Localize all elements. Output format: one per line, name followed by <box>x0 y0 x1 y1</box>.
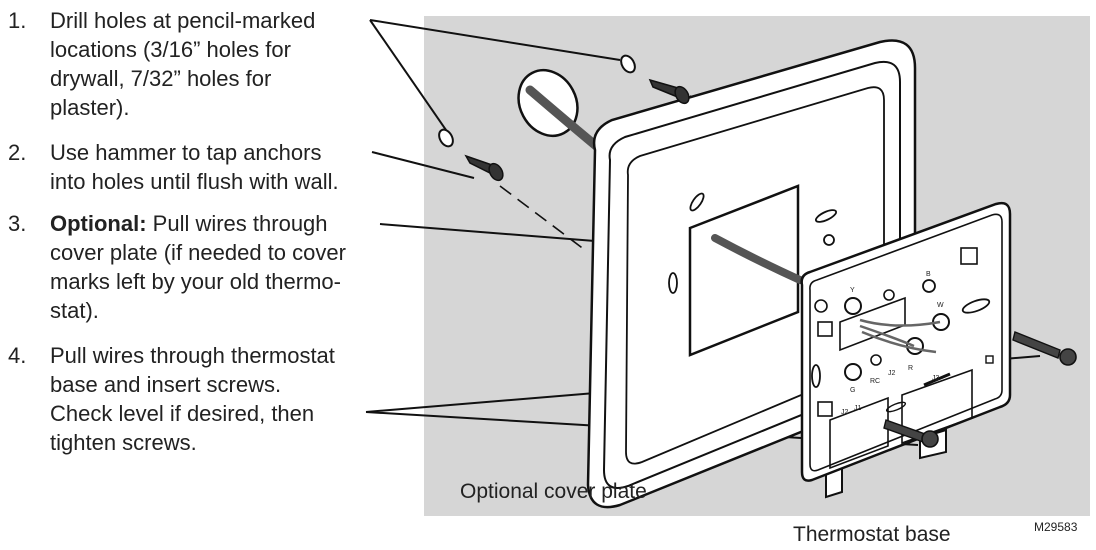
step-3-line-3: marks left by your old thermo- <box>50 269 341 294</box>
caption-cover-plate: Optional cover plate <box>460 480 647 503</box>
label-j2b: J2 <box>841 409 849 416</box>
cover-slot-left <box>668 272 678 294</box>
step-3-line-1-rest: Pull wires through <box>146 211 328 236</box>
label-r: R <box>908 365 913 372</box>
step-4-number: 4. <box>8 343 27 368</box>
step-3-line-1: Optional: Pull wires through <box>50 209 395 238</box>
figure-id: M29583 <box>1034 520 1078 534</box>
step-4-text: Pull wires through thermostat base and i… <box>50 341 395 457</box>
step-4-line-3: Check level if desired, then <box>50 401 315 426</box>
base-square-connector <box>960 247 978 265</box>
label-j1: J1 <box>854 405 862 412</box>
label-g: G <box>850 387 855 394</box>
base-slot-right <box>961 298 991 314</box>
cover-plate-opening <box>688 184 800 357</box>
step-3-number: 3. <box>8 211 27 236</box>
terminal-g-screw <box>844 363 862 381</box>
wall-anchor-upper <box>620 54 690 105</box>
screw-lower <box>883 419 939 448</box>
step-1-line-2: locations (3/16” holes for <box>50 37 291 62</box>
wire-through-opening <box>711 234 804 284</box>
wall-anchor-lower <box>438 128 504 182</box>
caption-thermostat-base: Thermostat base <box>793 523 951 546</box>
step-2-text: Use hammer to tap anchors into holes unt… <box>50 138 395 196</box>
cover-slot-right <box>814 209 838 223</box>
terminal-b-screw <box>922 279 936 293</box>
base-slot-left <box>811 364 821 388</box>
callout-step1-lower <box>369 19 447 131</box>
screw-right <box>1012 331 1077 366</box>
cover-slot-upper <box>689 192 705 212</box>
label-j3: J3 <box>932 375 940 382</box>
cover-hole <box>823 234 835 246</box>
terminal-y-screw <box>844 297 862 315</box>
step-1-text: Drill holes at pencil-marked locations (… <box>50 6 395 122</box>
step-2-line-2: into holes until flush with wall. <box>50 169 339 194</box>
guide-lower-left <box>499 185 586 251</box>
label-w: W <box>937 302 944 309</box>
step-1-number: 1. <box>8 8 27 33</box>
step-2-line-1: Use hammer to tap anchors <box>50 140 322 165</box>
step-1-line-4: plaster). <box>50 95 130 120</box>
callout-step1-upper <box>369 19 621 61</box>
label-rc: RC <box>870 378 880 385</box>
step-3-text: Optional: Pull wires through cover plate… <box>50 209 395 325</box>
label-j2: J2 <box>888 370 896 377</box>
step-3-line-2: cover plate (if needed to cover <box>50 240 346 265</box>
step-1-line-1: Drill holes at pencil-marked <box>50 8 316 33</box>
step-4-line-2: base and insert screws. <box>50 372 282 397</box>
callout-step2 <box>371 151 475 179</box>
label-b: B <box>926 271 931 278</box>
step-4-line-1: Pull wires through thermostat <box>50 343 335 368</box>
label-y: Y <box>850 287 855 294</box>
step-4-line-4: tighten screws. <box>50 430 197 455</box>
step-2-number: 2. <box>8 140 27 165</box>
step-3-optional-label: Optional: <box>50 211 147 236</box>
step-3-line-4: stat). <box>50 298 99 323</box>
step-1-line-3: drywall, 7/32” holes for <box>50 66 272 91</box>
